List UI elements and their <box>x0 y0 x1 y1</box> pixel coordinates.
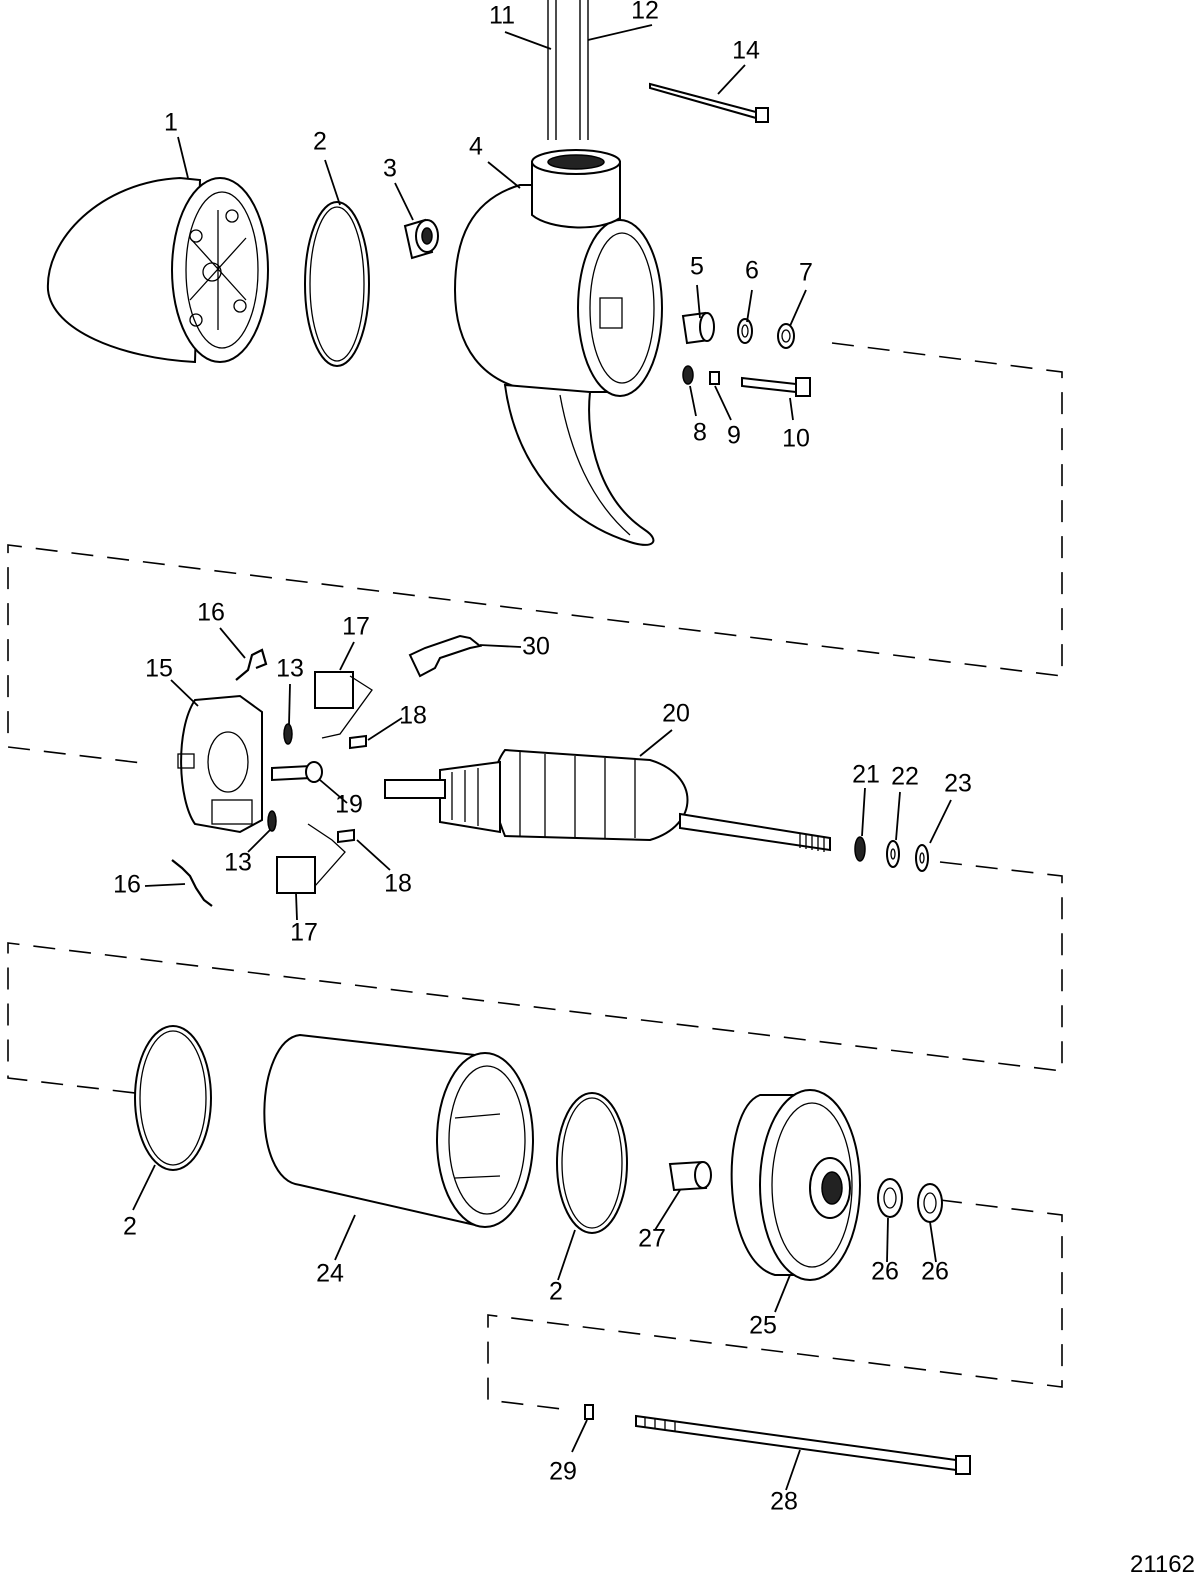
figure-id: 21162 <box>1130 1551 1195 1578</box>
washer-6 <box>737 318 753 344</box>
screw-18-lower <box>337 828 355 844</box>
callout-13-upper: 13 <box>276 655 304 683</box>
callout-29: 29 <box>549 1458 577 1486</box>
end-cap <box>46 176 269 364</box>
bearing-26-left <box>877 1178 903 1218</box>
cable-tie <box>649 82 769 123</box>
clip-13-lower <box>267 810 277 832</box>
bushing <box>403 218 439 260</box>
washer-21 <box>854 836 866 862</box>
callout-16-upper: 16 <box>197 599 225 627</box>
callout-18-upper: 18 <box>399 702 427 730</box>
bearing-26-right <box>917 1183 943 1223</box>
clip-13-upper <box>283 723 293 745</box>
callout-26-right: 26 <box>921 1258 949 1286</box>
callout-16-lower: 16 <box>113 871 141 899</box>
bracket-30 <box>408 634 483 678</box>
lock-washer-8 <box>682 365 694 385</box>
callout-22: 22 <box>891 763 919 791</box>
o-ring-left <box>134 1025 212 1171</box>
callout-23: 23 <box>944 770 972 798</box>
callout-17-upper: 17 <box>342 613 370 641</box>
callout-4: 4 <box>469 133 483 161</box>
callout-20: 20 <box>662 700 690 728</box>
bolt-10 <box>741 376 811 397</box>
o-ring <box>304 201 370 367</box>
callout-9: 9 <box>727 422 741 450</box>
screw-18-upper <box>349 734 367 750</box>
callout-15: 15 <box>145 655 173 683</box>
screw-19 <box>271 761 323 783</box>
callout-2-left: 2 <box>123 1213 137 1241</box>
callout-17-lower: 17 <box>290 919 318 947</box>
washer-22 <box>886 840 900 868</box>
callout-25: 25 <box>749 1312 777 1340</box>
end-bell-25 <box>730 1089 861 1281</box>
brush-plate <box>177 694 263 834</box>
shaft-bushing <box>681 311 715 345</box>
lower-unit-housing <box>453 149 663 546</box>
callout-27: 27 <box>638 1225 666 1253</box>
callout-26-left: 26 <box>871 1258 899 1286</box>
callout-8: 8 <box>693 419 707 447</box>
leader-lines <box>132 24 952 1491</box>
callout-28: 28 <box>770 1488 798 1516</box>
through-bolt-28 <box>635 1414 971 1475</box>
callout-2-right: 2 <box>549 1278 563 1306</box>
callout-6: 6 <box>745 257 759 285</box>
power-cables <box>547 0 589 140</box>
callout-3: 3 <box>383 155 397 183</box>
callout-24: 24 <box>316 1260 344 1288</box>
callout-14: 14 <box>732 37 760 65</box>
callout-5: 5 <box>690 253 704 281</box>
brush-lower <box>276 823 346 894</box>
callout-18-lower: 18 <box>384 870 412 898</box>
callout-11: 11 <box>489 2 515 30</box>
bushing-27 <box>668 1160 712 1192</box>
callout-2-top: 2 <box>313 128 327 156</box>
armature <box>384 748 831 852</box>
callout-19: 19 <box>335 791 363 819</box>
callout-12: 12 <box>631 0 659 25</box>
o-ring-right <box>556 1092 628 1234</box>
washer-23 <box>915 844 929 872</box>
brush-upper <box>314 671 373 739</box>
brush-spring-lower <box>171 859 213 907</box>
brush-spring-upper <box>235 648 268 681</box>
callout-labels: 1 2 3 4 5 6 7 8 9 10 11 12 13 14 15 16 1… <box>113 0 972 1516</box>
washer-29 <box>584 1404 594 1420</box>
motor-housing <box>263 1033 534 1228</box>
callout-21: 21 <box>852 761 880 789</box>
assembly-guide-lines <box>7 342 1063 1411</box>
washer-7 <box>777 323 795 349</box>
callout-30: 30 <box>522 633 550 661</box>
callout-10: 10 <box>782 425 810 453</box>
nut-9 <box>709 371 720 385</box>
callout-1: 1 <box>164 109 178 137</box>
callout-13-lower: 13 <box>224 849 252 877</box>
callout-7: 7 <box>799 259 813 287</box>
